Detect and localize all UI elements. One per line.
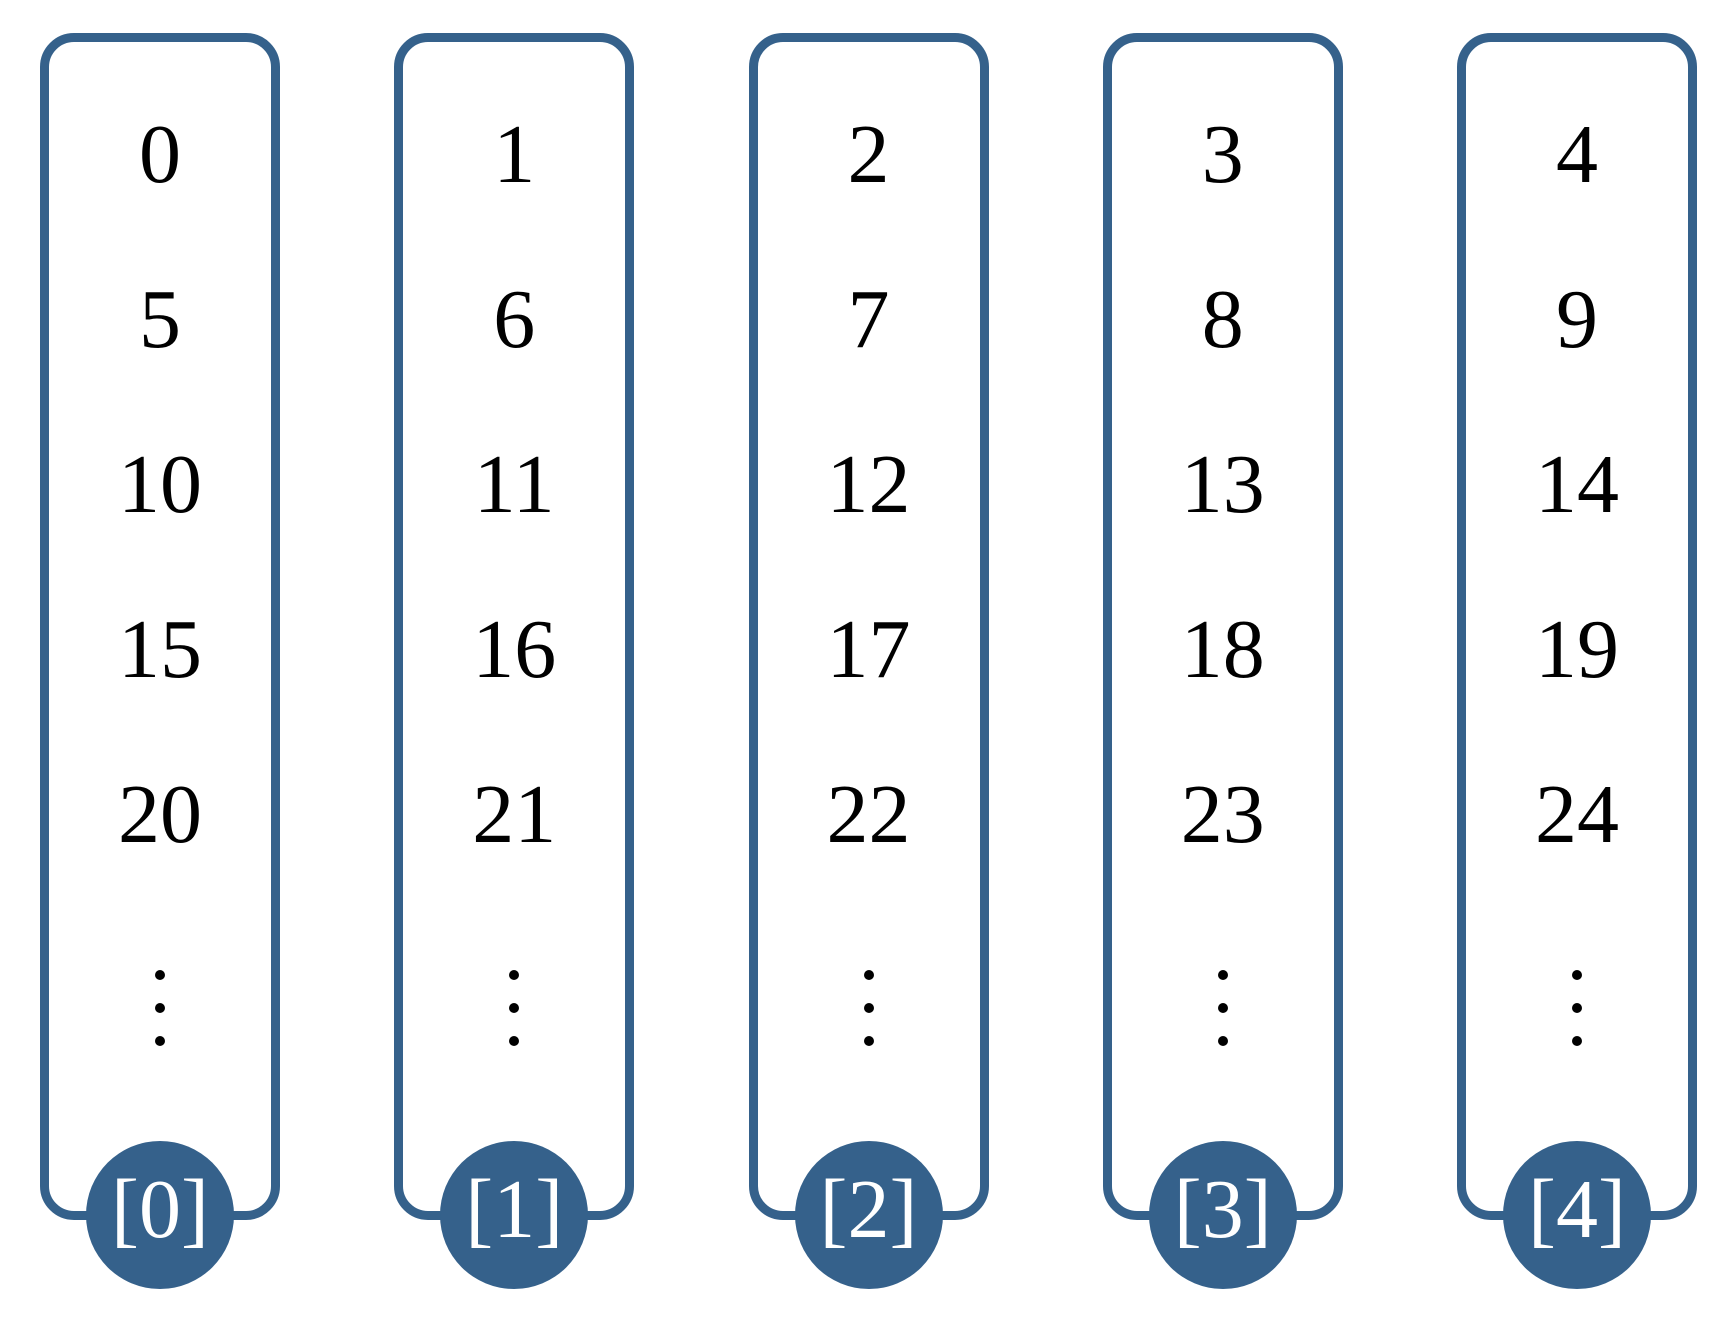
class-member: 10	[118, 437, 202, 531]
ellipsis-dot	[863, 1003, 874, 1013]
class-member: 13	[1180, 437, 1265, 531]
class-member: 23	[1180, 767, 1265, 861]
ellipsis-dot	[1217, 1003, 1228, 1013]
class-member: 20	[118, 767, 202, 861]
ellipsis-dot	[863, 1036, 874, 1046]
ellipsis-dot	[1572, 1036, 1582, 1046]
ellipsis-dot	[1217, 1036, 1228, 1046]
index-label: [1]	[465, 1163, 564, 1256]
ellipsis-dot	[509, 1003, 520, 1013]
class-card-0: 0 5 10 15 20	[40, 33, 280, 1220]
class-member: 4	[1556, 107, 1598, 201]
class-member: 17	[826, 602, 911, 696]
index-badge-2: [2]	[794, 1141, 943, 1289]
index-badge-3: [3]	[1148, 1141, 1297, 1289]
vertical-ellipsis-icon	[1217, 970, 1228, 1046]
ellipsis-dot	[155, 970, 165, 980]
class-member: 9	[1556, 272, 1598, 366]
class-member: 22	[826, 767, 911, 861]
ellipsis-dot	[509, 1036, 520, 1046]
class-member: 5	[139, 272, 181, 366]
ellipsis-dot	[155, 1036, 165, 1046]
index-label: [0]	[111, 1163, 209, 1256]
vertical-ellipsis-icon	[509, 970, 520, 1046]
class-member: 18	[1180, 602, 1265, 696]
class-column-2: 2 7 12 17 22 [2]	[748, 33, 989, 1295]
class-member: 6	[493, 272, 536, 366]
class-member: 2	[847, 107, 890, 201]
class-member: 21	[472, 767, 557, 861]
class-column-4: 4 9 14 19 24 [4]	[1457, 33, 1697, 1295]
class-member: 0	[139, 107, 181, 201]
index-badge-0: [0]	[86, 1141, 234, 1289]
vertical-ellipsis-icon	[863, 970, 874, 1046]
ellipsis-dot	[1217, 970, 1228, 980]
class-card-3: 3 8 13 18 23	[1102, 33, 1343, 1220]
index-label: [2]	[819, 1163, 918, 1256]
class-member: 24	[1535, 767, 1619, 861]
index-label: [3]	[1173, 1163, 1272, 1256]
class-card-2: 2 7 12 17 22	[748, 33, 989, 1220]
class-member: 15	[118, 602, 202, 696]
class-member: 11	[473, 437, 555, 531]
class-member: 12	[826, 437, 911, 531]
class-card-1: 1 6 11 16 21	[394, 33, 635, 1220]
class-member: 7	[847, 272, 890, 366]
index-badge-4: [4]	[1503, 1141, 1651, 1289]
class-member: 3	[1201, 107, 1244, 201]
class-column-0: 0 5 10 15 20 [0]	[40, 33, 280, 1295]
ellipsis-dot	[1572, 970, 1582, 980]
ellipsis-dot	[863, 970, 874, 980]
index-label: [4]	[1528, 1163, 1626, 1256]
vertical-ellipsis-icon	[1572, 970, 1582, 1046]
ellipsis-dot	[155, 1003, 165, 1013]
class-member: 14	[1535, 437, 1619, 531]
class-member: 16	[472, 602, 557, 696]
ellipsis-dot	[509, 970, 520, 980]
class-member: 19	[1535, 602, 1619, 696]
class-member: 8	[1201, 272, 1244, 366]
class-member: 1	[493, 107, 536, 201]
index-badge-1: [1]	[440, 1141, 589, 1289]
ellipsis-dot	[1572, 1003, 1582, 1013]
class-column-1: 1 6 11 16 21 [1]	[394, 33, 635, 1295]
class-card-4: 4 9 14 19 24	[1457, 33, 1697, 1220]
class-column-3: 3 8 13 18 23 [3]	[1102, 33, 1343, 1295]
vertical-ellipsis-icon	[155, 970, 165, 1046]
